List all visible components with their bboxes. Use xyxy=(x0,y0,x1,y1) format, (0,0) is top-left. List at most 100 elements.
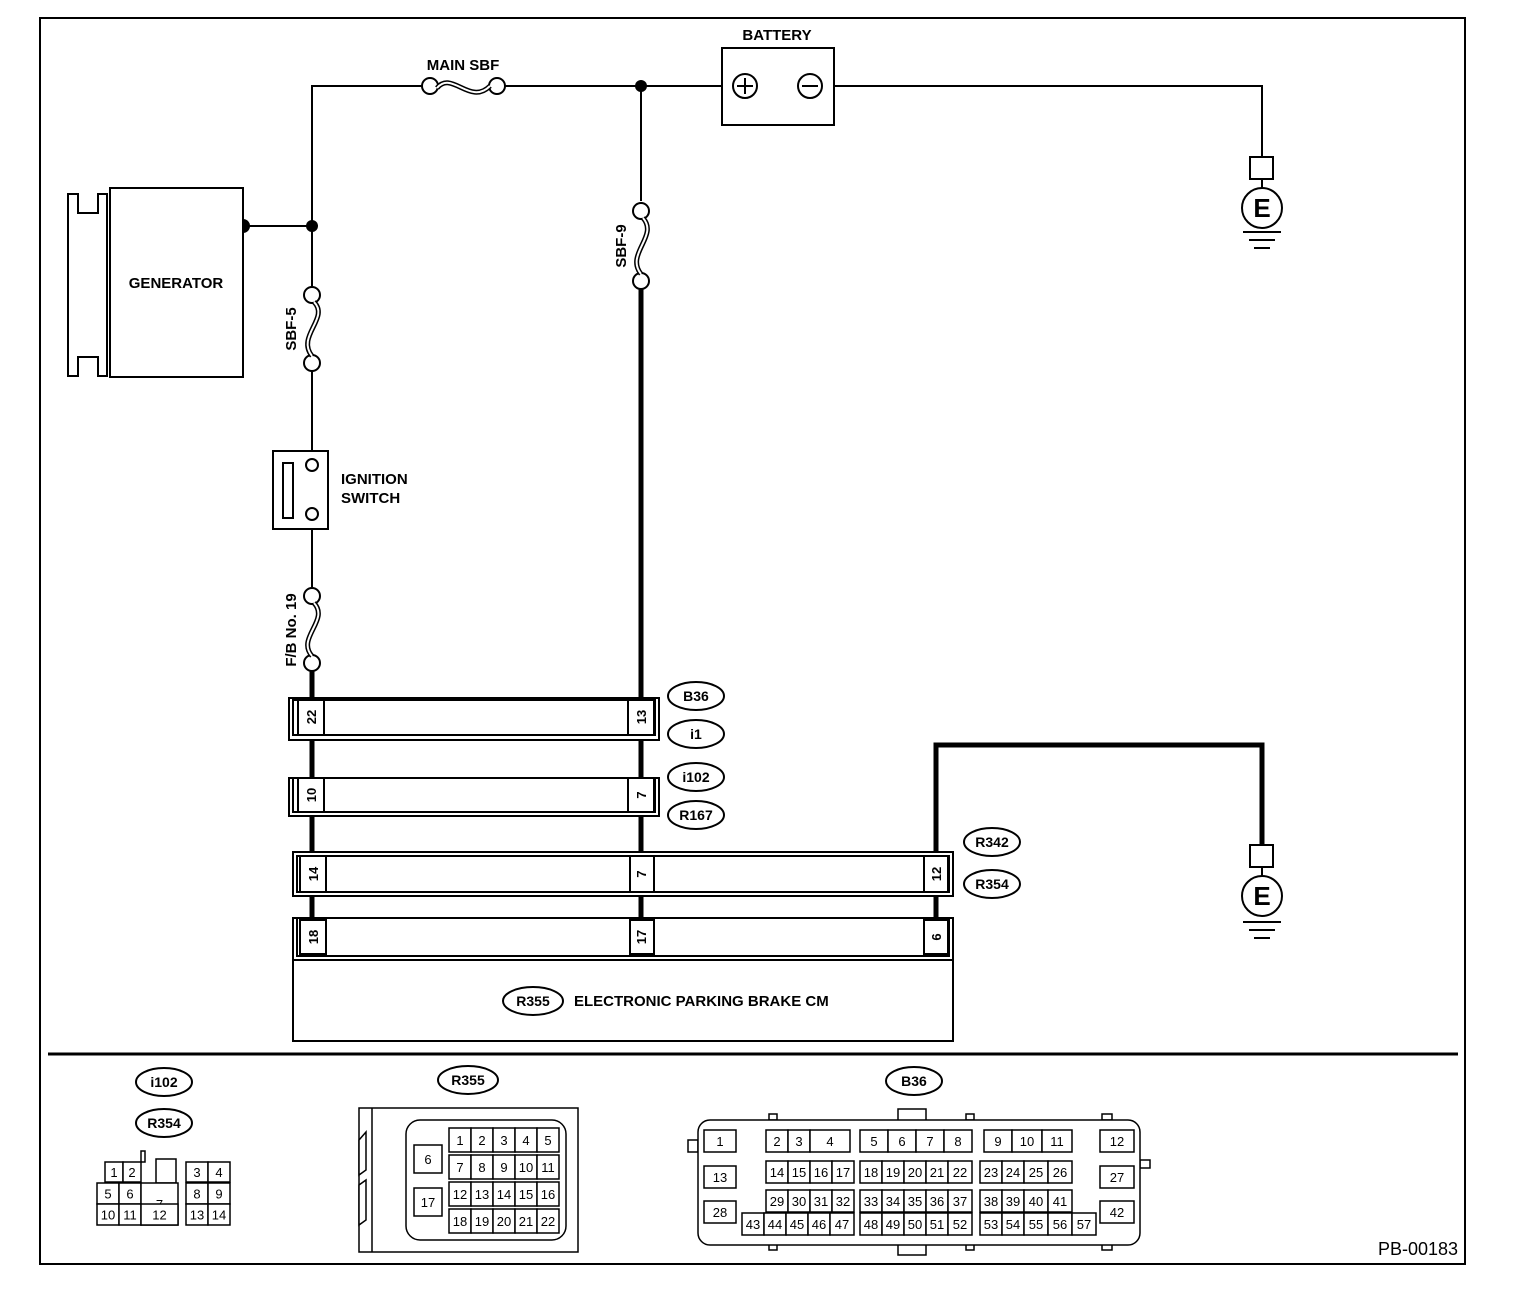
wire-r342-to-ground xyxy=(933,742,1265,855)
connector-pin-number: 6 xyxy=(424,1152,431,1167)
connector-tag xyxy=(963,869,1021,899)
connector-i102-r167 xyxy=(288,777,660,817)
wire-gen-to-mainsbf xyxy=(311,85,431,226)
connector-tag xyxy=(135,1108,193,1138)
connector-tag xyxy=(437,1065,499,1095)
connector-pin-number: 9 xyxy=(215,1187,222,1202)
connector-pin-number: 1 xyxy=(110,1165,117,1180)
connector-pin-number: 2 xyxy=(128,1165,135,1180)
connector-tag xyxy=(667,681,725,711)
ground-label: E xyxy=(1253,881,1270,911)
connector-pin-cell xyxy=(413,1144,443,1174)
connector-pin-number: 27 xyxy=(1110,1170,1124,1185)
connector-pin-number: 4 xyxy=(215,1165,222,1180)
connector-pin-number: 16 xyxy=(541,1187,555,1202)
connector-pin-number: 40 xyxy=(1029,1194,1043,1209)
connector-pin-number: 43 xyxy=(746,1217,760,1232)
connector-pin-number: 19 xyxy=(475,1214,489,1229)
connector-pin-number: 23 xyxy=(984,1165,998,1180)
connector-pin-number: 32 xyxy=(836,1194,850,1209)
connector-pin-number: 51 xyxy=(930,1217,944,1232)
connector-pin-cell xyxy=(122,1161,142,1183)
connector-pin-number: 22 xyxy=(541,1214,555,1229)
connector-tag-label: R354 xyxy=(147,1115,181,1131)
connector-pin-number: 10 xyxy=(101,1208,115,1223)
connector-pin-number: 47 xyxy=(835,1217,849,1232)
connector-pin-number: 28 xyxy=(713,1205,727,1220)
connector-tag xyxy=(502,986,564,1016)
pin-label: 12 xyxy=(929,867,944,881)
connector-pin-cell xyxy=(536,1208,560,1234)
connector-pin-cell xyxy=(831,1160,855,1184)
connector-pin-number: 39 xyxy=(1006,1194,1020,1209)
connector-pin-cell xyxy=(1071,1212,1097,1236)
connector-pin-number: 1 xyxy=(456,1133,463,1148)
connector-pin-number: 3 xyxy=(500,1133,507,1148)
connector-pin-number: 3 xyxy=(795,1134,802,1149)
connector-pin-number: 11 xyxy=(123,1208,137,1223)
connector-tag-label: B36 xyxy=(683,688,709,704)
connector-tag xyxy=(667,719,725,749)
connector-pin-number: 19 xyxy=(886,1165,900,1180)
connector-pin-number: 13 xyxy=(713,1170,727,1185)
connector-pin-number: 8 xyxy=(478,1160,485,1175)
connector-pin-number: 53 xyxy=(984,1217,998,1232)
junction-dot xyxy=(635,80,647,92)
connector-pin-number: 55 xyxy=(1029,1217,1043,1232)
pin-label: 6 xyxy=(929,933,944,940)
connector-pin-number: 17 xyxy=(836,1165,850,1180)
connector-face-i102: 1234567891011121314 xyxy=(96,1161,231,1226)
connector-pin-number: 9 xyxy=(500,1160,507,1175)
connector-pin-number: 14 xyxy=(497,1187,511,1202)
connector-tag-label: R355 xyxy=(516,993,550,1009)
connector-pin-number: 35 xyxy=(908,1194,922,1209)
connector-pin-number: 29 xyxy=(770,1194,784,1209)
connector-tag-label: R355 xyxy=(451,1072,485,1088)
pin-label: 22 xyxy=(304,710,319,724)
connector-pin-number: 34 xyxy=(886,1194,900,1209)
connector-pin-number: 1 xyxy=(716,1134,723,1149)
connector-pin-number: 4 xyxy=(522,1133,529,1148)
connector-pin-number: 21 xyxy=(519,1214,533,1229)
connector-tag-label: R354 xyxy=(975,876,1009,892)
ignition-switch xyxy=(272,450,329,530)
sbf9-fuse xyxy=(632,202,650,290)
connector-pin-cell xyxy=(1047,1160,1073,1184)
connector-pin-cell xyxy=(943,1129,973,1153)
connector-pin-number: 5 xyxy=(104,1187,111,1202)
connector-pin-number: 5 xyxy=(544,1133,551,1148)
connector-pin-cell xyxy=(947,1212,973,1236)
connector-pin-cell xyxy=(536,1127,560,1153)
connector-pin-number: 11 xyxy=(1050,1134,1064,1149)
connector-pin-number: 20 xyxy=(908,1165,922,1180)
sbf9-label: SBF-9 xyxy=(613,224,630,267)
connector-tag-label: R342 xyxy=(975,834,1009,850)
connector-pin-number: 57 xyxy=(1077,1217,1091,1232)
connector-pin-cell xyxy=(829,1212,855,1236)
connector-pin-number: 52 xyxy=(953,1217,967,1232)
connector-pin-cell xyxy=(536,1181,560,1207)
connector-tag xyxy=(135,1067,193,1097)
connector-pin-number: 15 xyxy=(519,1187,533,1202)
connector-pin-number: 24 xyxy=(1006,1165,1020,1180)
connector-pin-cell xyxy=(140,1203,179,1226)
connector-pin-number: 14 xyxy=(212,1208,226,1223)
connector-r342-r354 xyxy=(292,851,954,897)
connector-pin-number: 56 xyxy=(1053,1217,1067,1232)
connector-pin-number: 21 xyxy=(930,1165,944,1180)
connector-pin-cell xyxy=(413,1187,443,1217)
connector-pin-number: 22 xyxy=(953,1165,967,1180)
connector-pin-number: 7 xyxy=(456,1160,463,1175)
connector-pin-number: 5 xyxy=(870,1134,877,1149)
connector-pin-number: 8 xyxy=(954,1134,961,1149)
connector-pin-number: 38 xyxy=(984,1194,998,1209)
connector-pin-number: 9 xyxy=(994,1134,1001,1149)
pin-label: 17 xyxy=(634,930,649,944)
connector-pin-cell xyxy=(947,1189,973,1213)
connector-pin-number: 13 xyxy=(190,1208,204,1223)
generator-label: GENERATOR xyxy=(129,275,224,292)
fb19-fuse xyxy=(303,587,321,672)
connector-pin-number: 31 xyxy=(814,1194,828,1209)
connector-pin-cell xyxy=(703,1200,737,1224)
